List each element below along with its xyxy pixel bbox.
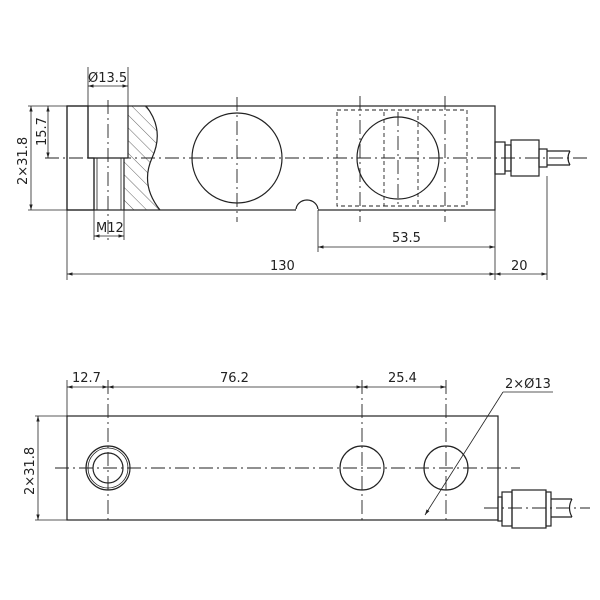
dim-mount-holes: 2×Ø13 xyxy=(505,377,551,392)
dim-counterbore-depth: 15.7 xyxy=(35,117,50,146)
dim-edge-to-hole: 12.7 xyxy=(72,371,101,386)
notch xyxy=(295,199,319,211)
cable-connector xyxy=(484,489,590,529)
leader-line xyxy=(424,391,504,516)
dim-hole-spacing: 76.2 xyxy=(220,371,249,386)
dim-thread: M12 xyxy=(96,221,124,236)
bottom-view: 2×31.8 12.7 76.2 25.4 2×Ø13 xyxy=(23,371,590,529)
dim-height: 2×31.8 xyxy=(23,447,38,495)
top-view: Ø13.5 15.7 2×31.8 M12 53.5 130 20 xyxy=(16,67,588,280)
dim-hole-to-end: 53.5 xyxy=(392,231,421,246)
dim-counterbore: Ø13.5 xyxy=(88,71,127,86)
dim-mount-spacing: 25.4 xyxy=(388,371,417,386)
dim-connector: 20 xyxy=(511,259,528,274)
dim-length: 130 xyxy=(270,259,295,274)
dim-height: 2×31.8 xyxy=(16,137,31,185)
cable-connector xyxy=(494,139,571,177)
